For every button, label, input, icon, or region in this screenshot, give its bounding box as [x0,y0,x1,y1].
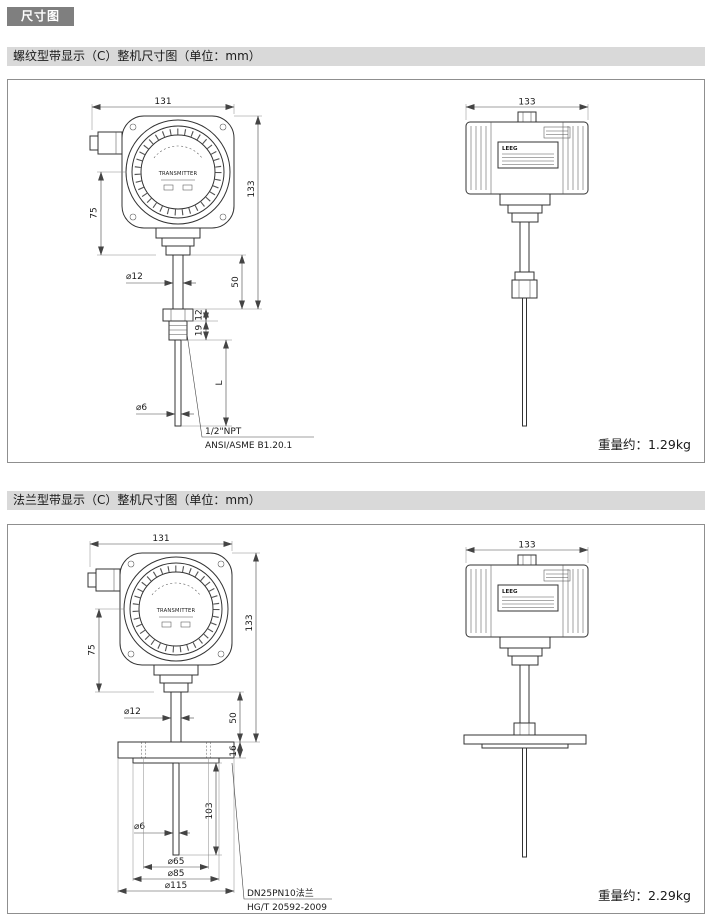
dim-head-offset: 75 [88,644,98,655]
transmitter-head-side: LEEG [465,554,589,638]
dim-head-height: 133 [245,614,255,631]
thread-spec-line2: ANSI/ASME B1.20.1 [205,441,292,451]
dim-head-height: 133 [247,180,257,197]
transmitter-head: TRANSMITTER [87,552,233,666]
threaded-front-view-drawing: TRANSMITTER [89,97,314,451]
dimension-annotations: 131 75 133 50 12 19 [90,97,314,451]
dim-head-width: 131 [152,534,169,544]
section1-panel: TRANSMITTER [7,79,705,463]
dim-insertion-length: 103 [205,802,215,819]
dim-probe-diameter: ⌀6 [136,403,147,413]
threaded-process-connection [155,227,201,427]
stem-and-probe-side [499,193,551,427]
dimension-annotations: 133 [465,541,589,563]
dim-head-offset: 75 [90,207,100,218]
page-title: 尺寸图 [7,7,75,26]
dimension-annotations: 131 75 133 50 16 103 ⌀12 [88,534,332,913]
transmitter-head: TRANSMITTER [89,115,235,229]
dim-bolt-circle: ⌀65 [168,857,185,867]
threaded-side-view-drawing: 133 LEEG [465,98,589,427]
dim-probe-diameter: ⌀6 [134,822,145,832]
dim-neck-length: 50 [231,276,241,288]
section1-header: 螺纹型带显示（C）整机尺寸图（单位：mm） [7,47,705,66]
dial-label: TRANSMITTER [158,171,198,177]
dim-insertion-length: L [215,380,225,385]
nameplate-brand: LEEG [502,589,518,595]
dim-thread-length: 12 [195,309,205,320]
dim-neck-length: 50 [229,712,239,724]
dim-flange-thickness: 16 [229,745,239,757]
dim-flange-od: ⌀115 [165,881,188,891]
dim-head-width: 131 [154,97,171,107]
dim-side-width: 133 [518,541,535,551]
section1-weight: 重量约：1.29kg [597,437,691,452]
thread-spec-line1: 1/2"NPT [205,427,242,437]
dim-neck-diameter: ⌀12 [126,272,143,282]
flanged-process-connection [117,664,235,856]
dim-side-width: 133 [518,98,535,108]
dimension-annotations: 133 [465,98,589,120]
flange-spec-line1: DN25PN10法兰 [247,887,314,899]
dim-hex-length: 19 [195,325,205,337]
section2-header: 法兰型带显示（C）整机尺寸图（单位：mm） [7,491,705,510]
dim-neck-diameter: ⌀12 [124,707,141,717]
dial-label: TRANSMITTER [156,608,196,614]
transmitter-head-side: LEEG [465,111,589,195]
flanged-side-view-drawing: 133 LEEG [463,541,589,858]
flanged-front-view-drawing: TRANSMITTER [87,534,332,913]
stem-flange-probe-side [463,636,587,858]
nameplate-brand: LEEG [502,146,518,152]
section2-panel: TRANSMITTER [7,524,705,914]
dim-raised-face: ⌀85 [168,869,185,879]
section2-weight: 重量约：2.29kg [597,888,691,903]
flange-spec-line2: HG/T 20592-2009 [247,903,327,913]
